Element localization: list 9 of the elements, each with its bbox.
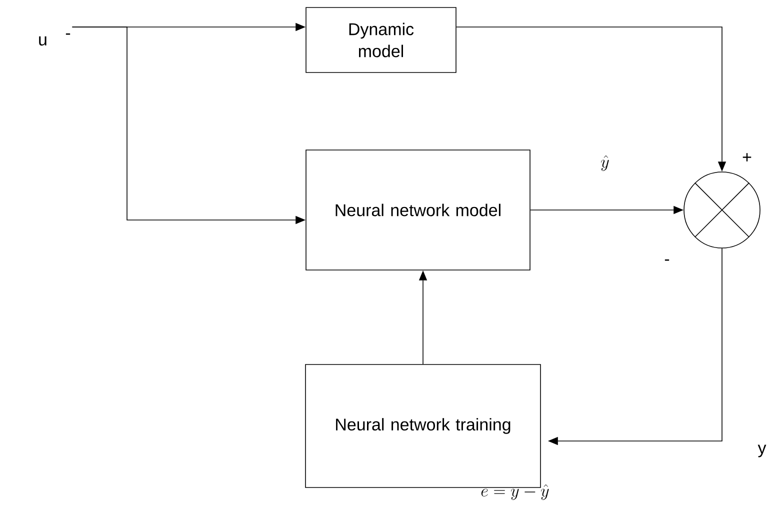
input-label: u (39, 36, 46, 46)
sign-label: - (664, 259, 670, 261)
sign-label: - (66, 33, 70, 35)
output-estimate-label: $\hat{y}$ (601, 155, 609, 171)
process-box: Neural network training (305, 364, 541, 488)
process-box: Dynamic model (306, 7, 456, 73)
summing-junction (684, 172, 760, 248)
output-label: y (758, 444, 766, 458)
process-box: Neural network model (306, 150, 530, 270)
